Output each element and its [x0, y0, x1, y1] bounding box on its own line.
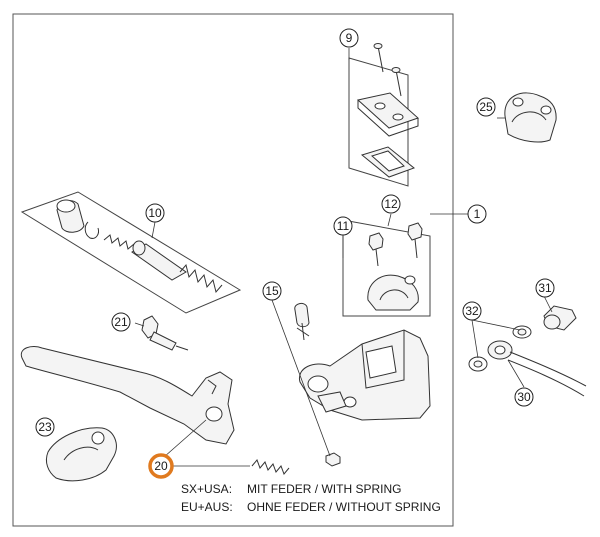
callout-20-highlighted: 20 [148, 453, 174, 479]
note-line-sx-usa: SX+USA: MIT FEDER / WITH SPRING [181, 482, 401, 496]
callout-32: 32 [462, 301, 482, 321]
return-spring-20 [251, 459, 290, 475]
callout-label: 21 [114, 315, 128, 329]
note-line-eu-aus: EU+AUS: OHNE FEDER / WITHOUT SPRING [181, 500, 441, 514]
callout-25: 25 [476, 97, 496, 117]
callout-label: 23 [38, 420, 52, 434]
diagram-frame [12, 13, 454, 527]
callout-31: 31 [535, 278, 555, 298]
callout-1: 1 [467, 204, 487, 224]
lever-guard-23 [45, 427, 117, 482]
callout-23: 23 [35, 417, 55, 437]
callout-21: 21 [111, 312, 131, 332]
note-text: MIT FEDER / WITH SPRING [247, 482, 402, 496]
pivot-bolt-15 [294, 302, 341, 467]
callout-label: 32 [465, 304, 479, 318]
bolts-clamp-11-12 [342, 219, 431, 317]
callout-label: 30 [517, 390, 531, 404]
callout-9: 9 [339, 28, 359, 48]
note-key: SX+USA: [181, 482, 233, 496]
master-cylinder-body [298, 329, 431, 421]
callout-label: 9 [346, 31, 353, 45]
callout-label: 15 [265, 284, 279, 298]
brake-line-30-31-32 [468, 305, 587, 397]
callout-label: 20 [154, 459, 168, 473]
note-key: EU+AUS: [181, 500, 233, 514]
callout-label: 12 [384, 197, 398, 211]
hand-lever [20, 345, 235, 445]
callout-label: 1 [474, 207, 481, 221]
callout-label: 10 [148, 206, 162, 220]
callout-12: 12 [381, 194, 401, 214]
callout-label: 31 [538, 281, 552, 295]
note-text: OHNE FEDER / WITHOUT SPRING [247, 500, 441, 514]
clamp-25 [504, 92, 557, 143]
leader-lines [134, 48, 553, 467]
callout-11: 11 [333, 216, 353, 236]
callout-30: 30 [514, 387, 534, 407]
callout-label: 25 [479, 100, 493, 114]
callout-15: 15 [262, 281, 282, 301]
callout-10: 10 [145, 203, 165, 223]
piston-kit-10 [20, 191, 242, 314]
reservoir-cover-group [348, 43, 419, 187]
callout-label: 11 [337, 219, 350, 233]
adjuster-21 [141, 315, 189, 351]
